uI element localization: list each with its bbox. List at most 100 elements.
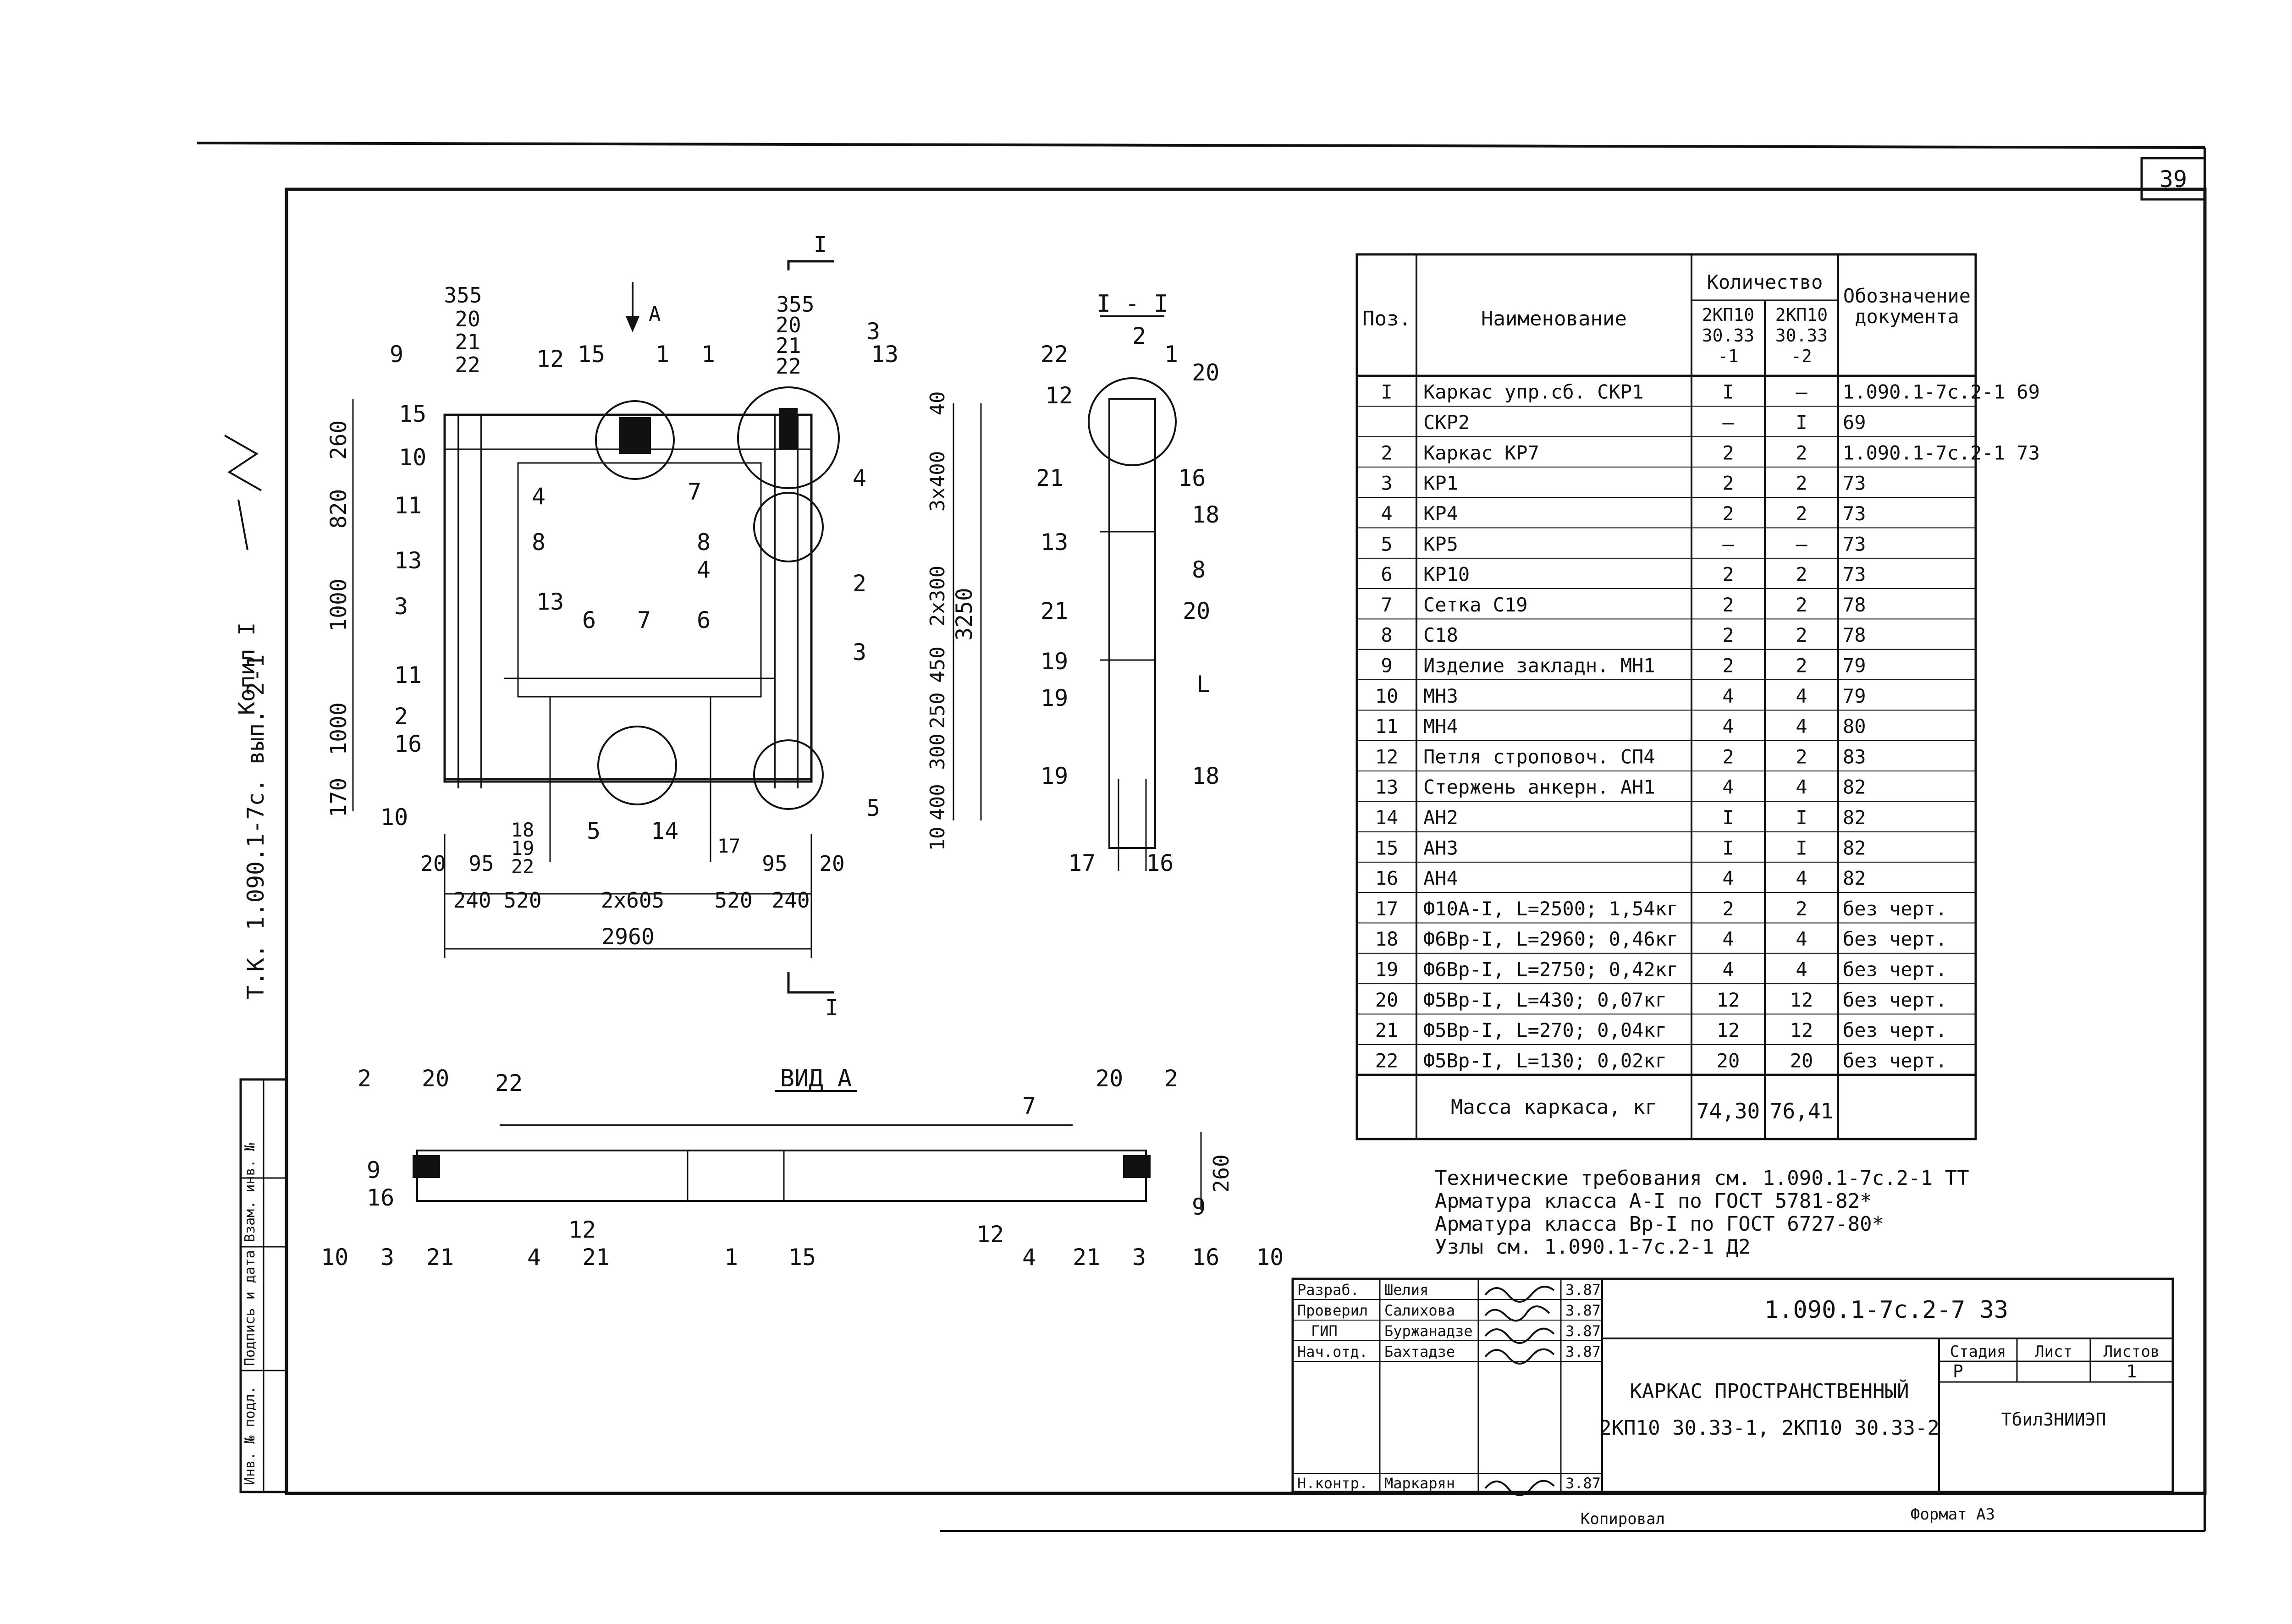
table-cell-q2: 2 — [1796, 502, 1807, 525]
table-cell-q2: 12 — [1790, 989, 1813, 1011]
signature-icon — [1484, 1327, 1555, 1344]
callout: 7 — [688, 479, 701, 505]
table-cell-q1: 4 — [1722, 928, 1734, 950]
table-cell-name: КР4 — [1423, 502, 1458, 525]
callout: 8 — [532, 529, 545, 556]
drawing-subtitle: 2КП10 30.33-1, 2КП10 30.33-2 — [1599, 1416, 1939, 1440]
callout: 7 — [1022, 1093, 1036, 1119]
table-cell-pos: 18 — [1375, 928, 1399, 950]
table-cell-name: МН3 — [1423, 685, 1458, 707]
detail-circle — [753, 492, 824, 562]
table-cell-q1: I — [1722, 806, 1734, 829]
callout: 15 — [578, 341, 605, 368]
table-cell-pos: I — [1381, 381, 1392, 403]
table-cell-doc: без черт. — [1843, 989, 1947, 1011]
table-cell-name: Изделие закладн. МН1 — [1423, 654, 1655, 677]
callout: 4 — [1022, 1244, 1036, 1271]
table-cell-q1: 4 — [1722, 867, 1734, 890]
table-cell-name: АН4 — [1423, 867, 1458, 890]
header-col2-line1: 2КП10 — [1775, 305, 1828, 325]
table-cell-q1: I — [1722, 837, 1734, 859]
table-cell-q1: 4 — [1722, 958, 1734, 981]
table-cell-q2: 4 — [1796, 867, 1807, 890]
callout: 9 — [390, 341, 403, 368]
dim-label: 2x300 — [926, 566, 949, 626]
table-cell-doc: 80 — [1843, 715, 1866, 738]
table-cell-pos: 10 — [1375, 685, 1399, 707]
callout: 15 — [399, 401, 426, 427]
table-cell-pos: 6 — [1381, 563, 1392, 586]
callout: 11 — [394, 662, 422, 688]
name-developer: Шелия — [1384, 1281, 1428, 1299]
table-cell-q2: 2 — [1796, 745, 1807, 768]
table-cell-pos: 2 — [1381, 441, 1392, 464]
header-doc-line2: документа — [1855, 305, 1959, 328]
table-cell-pos: 13 — [1375, 776, 1399, 798]
section-profile — [1108, 398, 1156, 849]
dim-label: 22 — [455, 352, 480, 377]
table-cell-pos: 20 — [1375, 989, 1399, 1011]
table-cell-q1: I — [1722, 381, 1734, 403]
callout: 10 — [380, 804, 408, 831]
note-line: Арматура класса А-I по ГОСТ 5781-82* — [1435, 1189, 1872, 1213]
callout: 22 — [495, 1070, 523, 1096]
table-cell-name: Сетка С19 — [1423, 594, 1528, 616]
table-cell-pos: 11 — [1375, 715, 1399, 738]
table-cell-pos: 15 — [1375, 837, 1399, 859]
table-cell-doc: 82 — [1843, 837, 1866, 859]
stamp-label-inv: Инв. № подл. — [242, 1386, 258, 1485]
stamp-label-signature: Подпись и дата — [242, 1250, 258, 1366]
table-cell-pos: 19 — [1375, 958, 1399, 981]
callout: 10 — [399, 444, 426, 471]
dim-label: 355 — [776, 292, 814, 317]
table-cell-pos: 9 — [1381, 654, 1392, 677]
callout: 8 — [697, 529, 711, 556]
callout: 2 — [853, 570, 866, 597]
table-cell-doc: 73 — [1843, 472, 1866, 495]
footer-copied: Копировал — [1581, 1510, 1665, 1528]
detail-circle — [597, 726, 677, 805]
table-cell-doc: 82 — [1843, 867, 1866, 890]
overall-width-dim: 2960 — [601, 924, 655, 950]
callout: L — [1196, 671, 1210, 698]
document-code: 1.090.1-7с.2-7 33 — [1764, 1296, 2008, 1324]
detail-circle — [753, 739, 824, 810]
date-cell: 3.87 — [1565, 1281, 1601, 1299]
table-cell-doc: 69 — [1843, 411, 1866, 434]
callout: 20 — [1183, 598, 1210, 624]
table-cell-pos: 12 — [1375, 745, 1399, 768]
dim-label: 20 — [420, 851, 446, 876]
callout: 1 — [724, 1244, 738, 1271]
table-cell-name: Ф5Вр-I, L=430; 0,07кг — [1423, 989, 1667, 1011]
table-cell-name: Петля строповоч. СП4 — [1423, 745, 1655, 768]
section-label: I — [814, 232, 827, 258]
role-department-head: Нач.отд. — [1297, 1343, 1368, 1360]
callout: 19 — [1041, 648, 1068, 675]
table-cell-q1: 20 — [1717, 1049, 1740, 1072]
view-a-profile — [416, 1150, 1147, 1202]
callout: 21 — [1073, 1244, 1100, 1271]
callout: 3 — [1132, 1244, 1146, 1271]
name-department-head: Бахтадзе — [1384, 1343, 1455, 1360]
view-a: ВИД А 260 2 20 22 9 16 10 3 21 4 12 21 2… — [321, 1065, 1284, 1271]
table-cell-q2: 4 — [1796, 685, 1807, 707]
table-cell-q2: 2 — [1796, 897, 1807, 920]
sheet-frame: 39 — [197, 142, 2207, 1532]
technical-notes: Технические требования см. 1.090.1-7с.2-… — [1435, 1167, 1969, 1259]
callout: 19 — [1041, 763, 1068, 789]
table-cell-doc: 82 — [1843, 806, 1866, 829]
callout: 19 — [1041, 685, 1068, 711]
signature-icon — [1484, 1305, 1550, 1322]
callout: 5 — [866, 795, 880, 821]
table-cell-pos: 16 — [1375, 867, 1399, 890]
note-line: Узлы см. 1.090.1-7с.2-1 Д2 — [1435, 1235, 1751, 1259]
table-cell-doc: 79 — [1843, 654, 1866, 677]
callout: 21 — [1036, 465, 1063, 491]
table-cell-q2: 12 — [1790, 1019, 1813, 1041]
table-cell-doc: без черт. — [1843, 958, 1947, 981]
table-cell-q1: – — [1722, 411, 1734, 434]
sheets-value: 1 — [2127, 1361, 2137, 1382]
table-cell-doc: 78 — [1843, 594, 1866, 616]
table-cell-q1: 4 — [1722, 776, 1734, 798]
